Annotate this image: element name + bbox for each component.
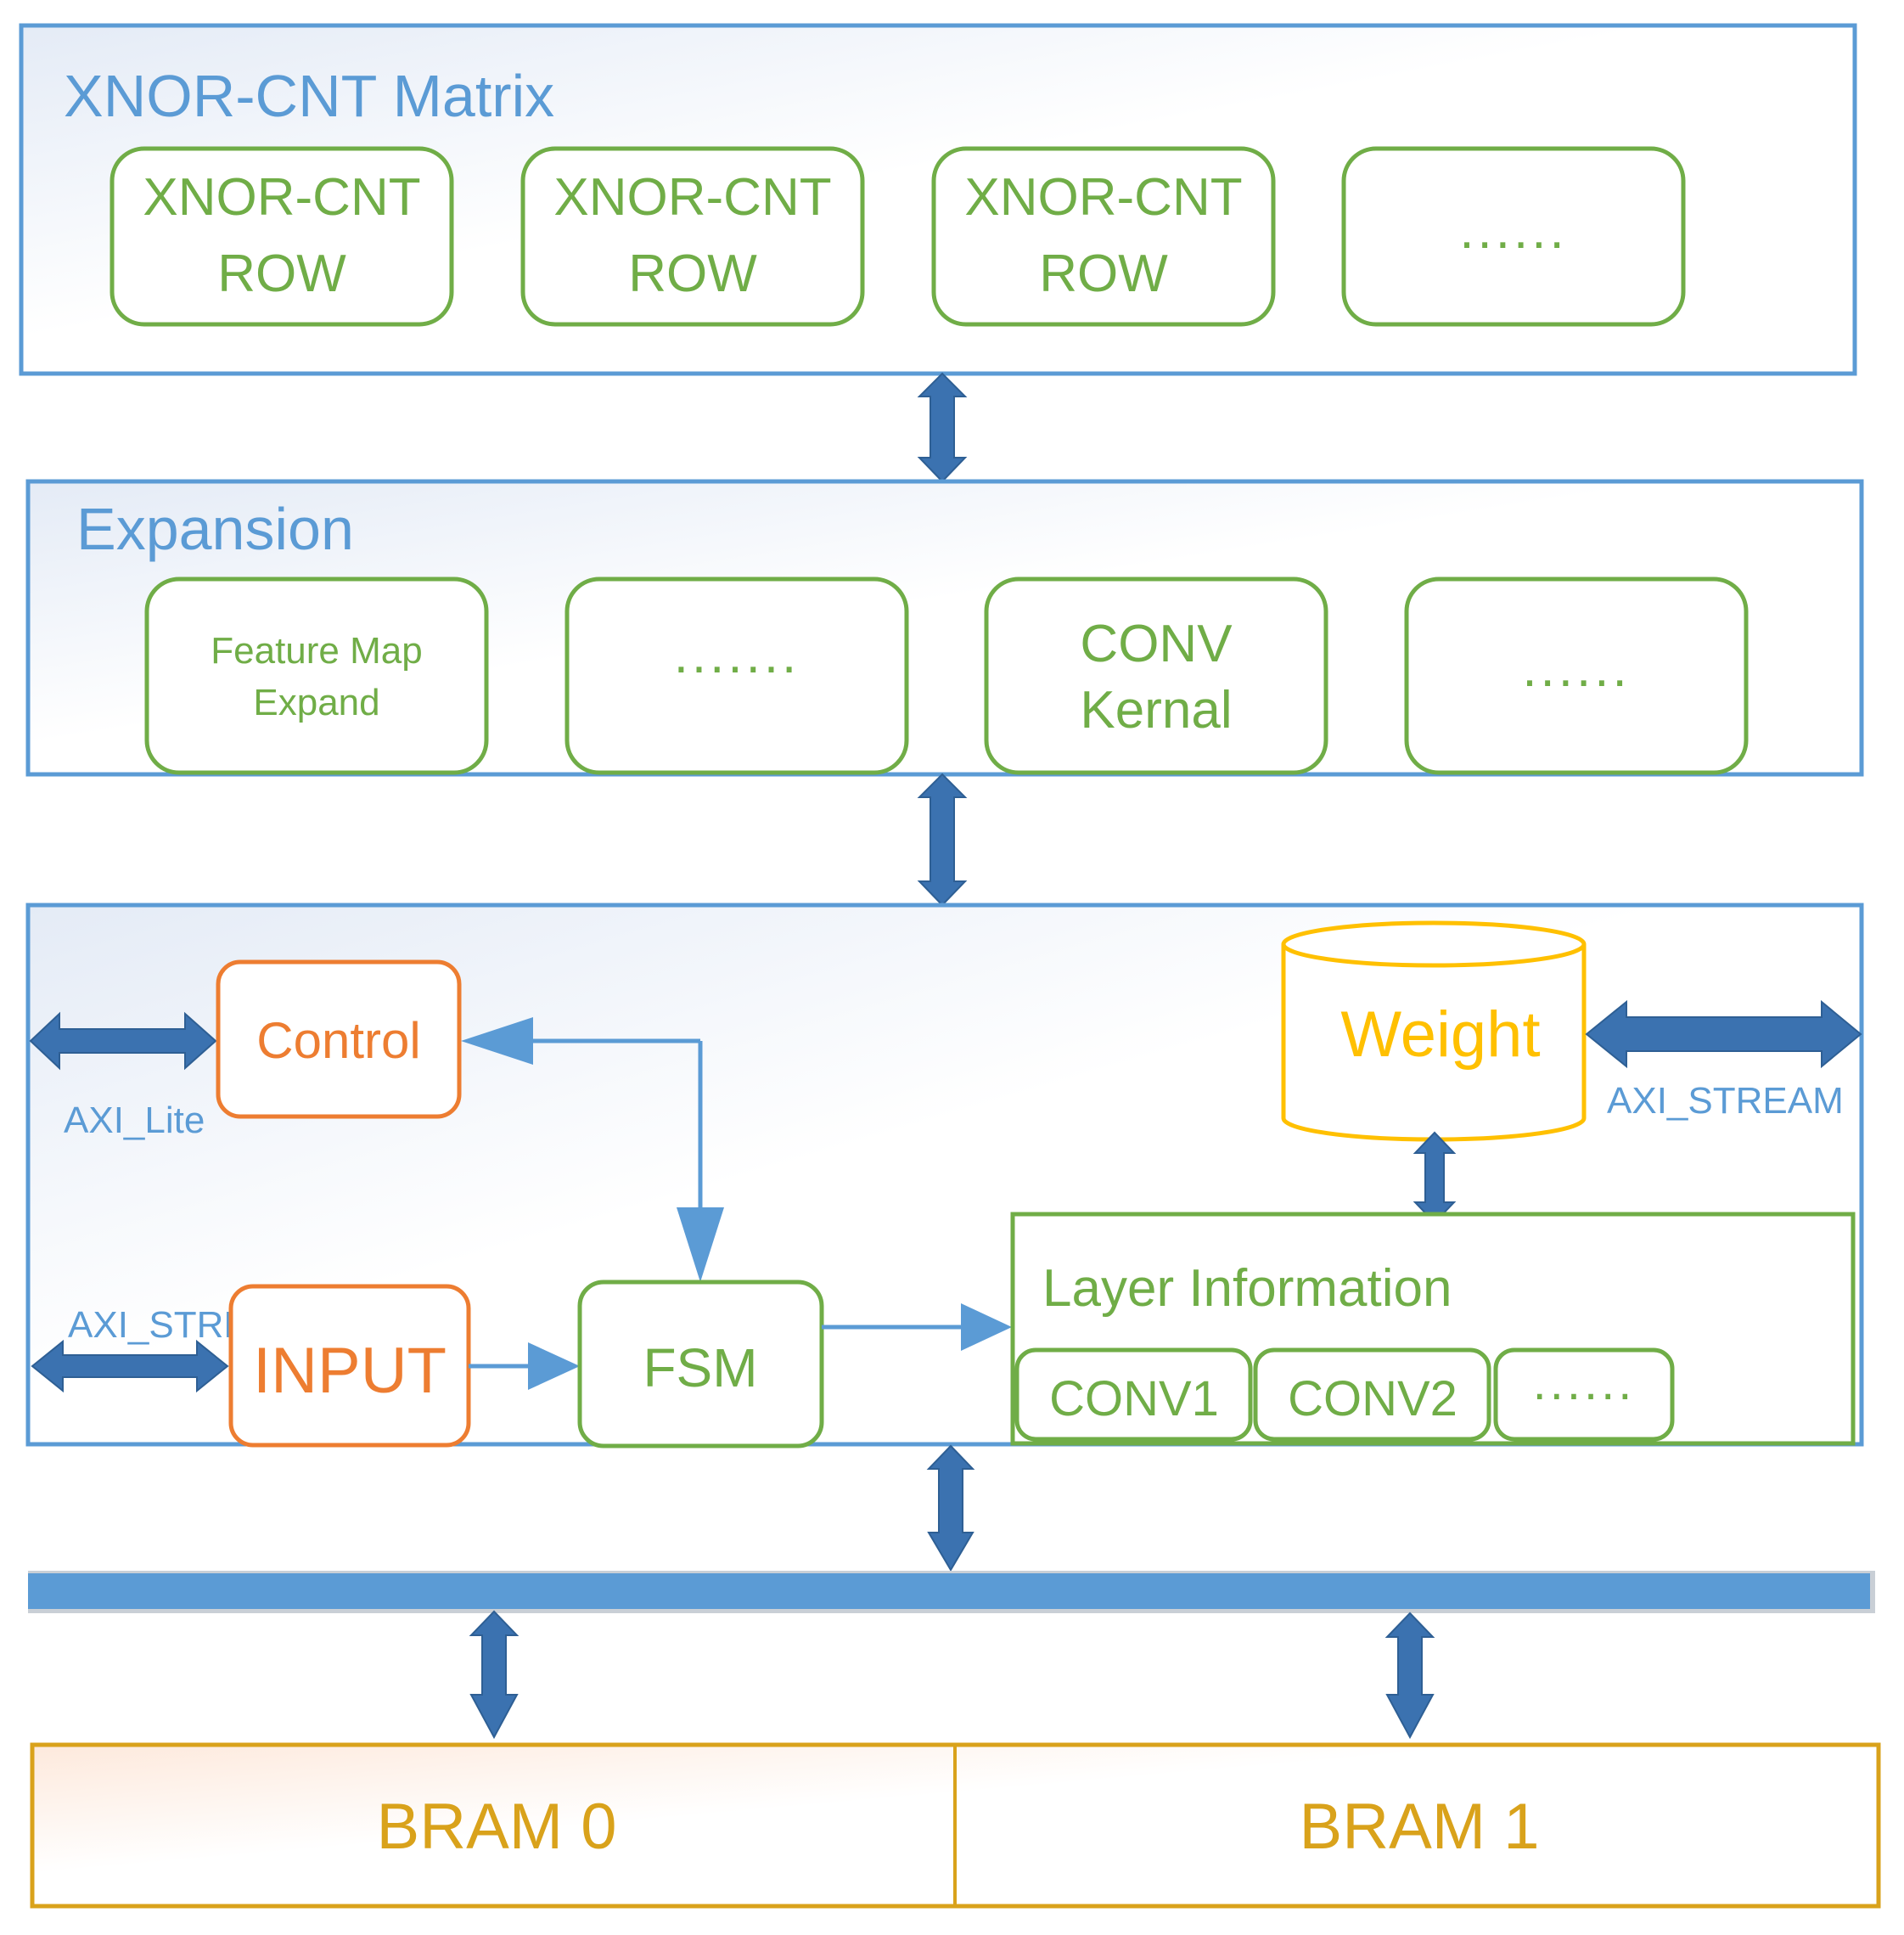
- layer-information-box: Layer Information CONV1 CONV2 ......: [1010, 1212, 1856, 1446]
- controller-section: AXI_Lite Control AXI_STREAM INPUT FSM: [25, 903, 1864, 1448]
- feature-map-expand-box: Feature Map Expand: [144, 577, 489, 775]
- input-fsm-arrowhead: [528, 1342, 580, 1390]
- xnor-cnt-matrix-title: XNOR-CNT Matrix: [64, 63, 554, 129]
- axi-stream-left-arrow: [31, 1339, 229, 1393]
- layer-item-conv2: CONV2: [1253, 1347, 1491, 1442]
- xnor-cnt-row-label: XNOR-CNT: [964, 168, 1242, 227]
- input-label: INPUT: [253, 1335, 447, 1407]
- expansion-more-label: .......: [674, 626, 800, 684]
- xnor-cnt-row-label: XNOR-CNT: [553, 168, 831, 227]
- bram0-label: BRAM 0: [377, 1791, 617, 1863]
- xnor-cnt-row-label: XNOR-CNT: [143, 168, 420, 227]
- axi-lite-label: AXI_Lite: [64, 1100, 205, 1141]
- layer-item-more-label: ......: [1533, 1355, 1636, 1410]
- xnor-cnt-matrix-section: XNOR-CNT Matrix XNOR-CNT ROW XNOR-CNT RO…: [19, 23, 1857, 376]
- xnor-cnt-more-label: ......: [1459, 201, 1567, 260]
- layer-item-label: CONV1: [1049, 1371, 1219, 1426]
- control-arrowhead: [461, 1017, 533, 1065]
- control-box: Control: [216, 959, 462, 1119]
- expansion-controller-arrow: [917, 773, 968, 907]
- xnor-cnt-row-box: XNOR-CNT ROW: [110, 146, 454, 327]
- xnor-cnt-row-box: XNOR-CNT ROW: [931, 146, 1276, 327]
- expansion-more-box: ......: [1404, 577, 1749, 775]
- xnor-cnt-more-box: ......: [1341, 146, 1686, 327]
- xnor-cnt-row-sublabel: ROW: [1039, 245, 1168, 303]
- input-box: INPUT: [228, 1284, 471, 1448]
- expansion-more-box: .......: [564, 577, 909, 775]
- layer-item-label: CONV2: [1288, 1371, 1457, 1426]
- axi-stream-right-label: AXI_STREAM: [1607, 1080, 1844, 1122]
- xnor-cnt-row-sublabel: ROW: [217, 245, 346, 303]
- xnor-cnt-row-box: XNOR-CNT ROW: [520, 146, 865, 327]
- bram1-label: BRAM 1: [1300, 1791, 1540, 1863]
- fsm-box: FSM: [577, 1280, 824, 1448]
- expansion-section: Expansion Feature Map Expand ....... CON…: [25, 479, 1864, 777]
- layer-item-conv1: CONV1: [1014, 1347, 1253, 1442]
- conv-kernel-label: CONV: [1080, 615, 1233, 673]
- controller-bus-arrow: [926, 1444, 975, 1572]
- fsm-label: FSM: [643, 1337, 757, 1398]
- control-label: Control: [256, 1012, 420, 1069]
- layer-information-title: Layer Information: [1042, 1259, 1452, 1318]
- feature-map-expand-sublabel: Expand: [253, 682, 379, 723]
- expansion-more-label: ......: [1522, 639, 1630, 698]
- fsm-layer-arrowhead: [961, 1303, 1012, 1351]
- fsm-arrowhead: [677, 1207, 724, 1282]
- weight-cylinder: Weight: [1281, 920, 1587, 1142]
- weight-label: Weight: [1340, 998, 1540, 1071]
- bram-block: BRAM 0 BRAM 1: [30, 1742, 1881, 1909]
- bus-bar: [28, 1573, 1870, 1609]
- axi-lite-arrow: [29, 1011, 217, 1071]
- axi-stream-right-arrow: [1585, 999, 1862, 1069]
- xnor-cnt-row-sublabel: ROW: [628, 245, 757, 303]
- bus-bram1-arrow: [1384, 1612, 1435, 1740]
- bus-bram0-arrow: [469, 1610, 520, 1740]
- feature-map-expand-label: Feature Map: [211, 630, 422, 672]
- layer-item-more: ......: [1493, 1347, 1675, 1442]
- expansion-title: Expansion: [76, 496, 354, 562]
- matrix-expansion-arrow: [917, 372, 968, 483]
- conv-kernel-box: CONV Kernal: [984, 577, 1328, 775]
- conv-kernel-sublabel: Kernal: [1080, 681, 1232, 740]
